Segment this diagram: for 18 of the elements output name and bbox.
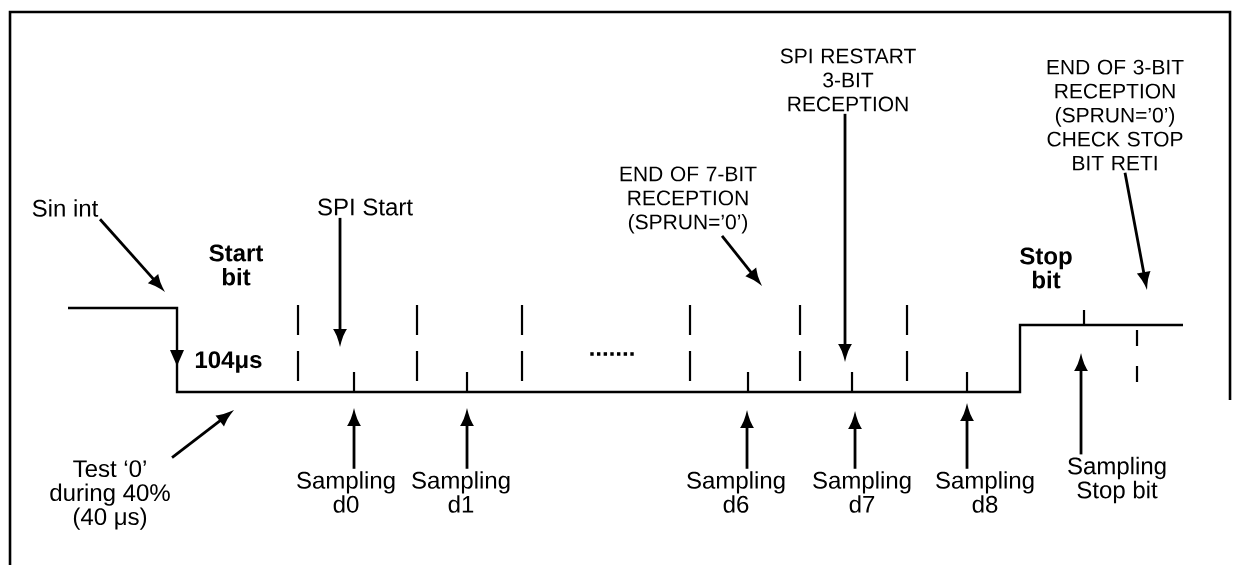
annotation-text: Sampling d6 (687, 471, 785, 513)
bit-label: Start bit (209, 244, 264, 286)
annotation-text: SPI Start (318, 198, 413, 216)
annotation-text: Sampling d1 (412, 471, 510, 513)
duration-label: 104μs (195, 351, 262, 373)
annotation-text: Sin int (32, 199, 99, 217)
bit-label: Stop bit (1020, 247, 1072, 289)
annotation-text: Test ‘0’ during 40% (40 μs) (50, 460, 170, 530)
annotation-text: SPI RESTART 3-BIT RECEPTION (780, 48, 916, 112)
annotation-text: Sampling d7 (813, 471, 911, 513)
ellipsis: ....... (590, 352, 634, 356)
annotation-text: Sampling Stop bit (1068, 456, 1166, 504)
arrow (98, 218, 163, 290)
annotation-text: Sampling d0 (297, 471, 395, 513)
arrow (720, 235, 760, 284)
annotation-text: Sampling d8 (936, 471, 1034, 513)
annotation-text: END OF 3-BIT RECEPTION (SPRUN=’0’) CHECK STOP BIT RETI (1047, 59, 1184, 171)
annotation-text: END OF 7-BIT RECEPTION (SPRUN=’0’) (620, 166, 757, 234)
